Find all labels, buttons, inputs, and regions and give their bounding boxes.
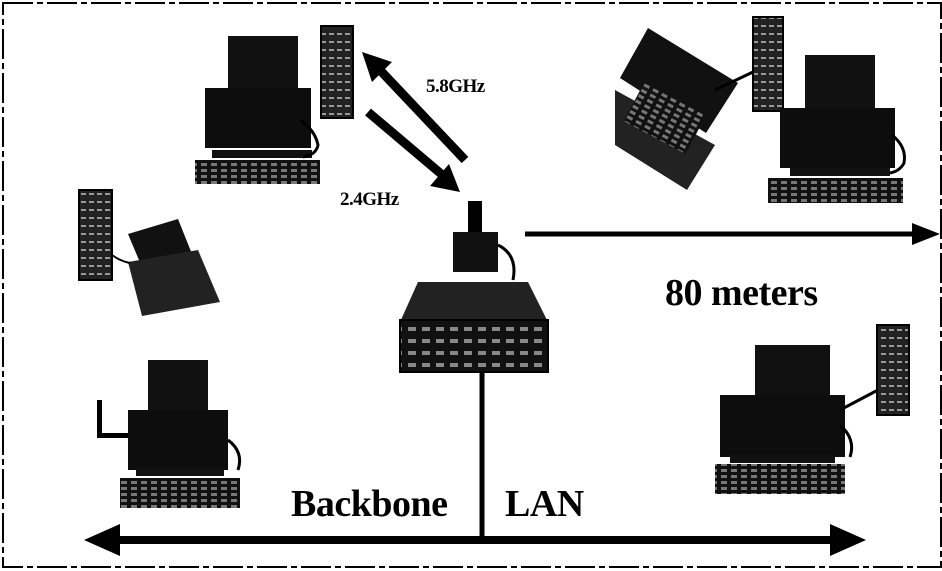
backbone-label: Backbone [291, 483, 448, 525]
tower-computer-icon [876, 324, 910, 416]
antenna-icon [468, 201, 482, 239]
laptop-icon [615, 28, 738, 190]
downlink-arrow [365, 108, 460, 192]
desktop-computer-icon [195, 36, 320, 184]
range-label: 80 meters [665, 272, 818, 314]
tower-computer-icon [752, 16, 784, 112]
desktop-computer-icon [97, 360, 242, 508]
antenna-icon [97, 400, 102, 435]
network-switch-icon [399, 282, 549, 373]
laptop-icon [111, 219, 220, 316]
range-arrow [525, 223, 940, 245]
desktop-computer-icon [715, 345, 879, 494]
tower-computer-icon [78, 189, 113, 281]
access-point-icon [453, 201, 516, 281]
frequency-label-2-4ghz: 2.4GHz [340, 189, 399, 210]
uplink-arrow [362, 52, 469, 164]
lan-label: LAN [505, 483, 584, 525]
desktop-computer-icon [714, 55, 906, 203]
frequency-label-5-8ghz: 5.8GHz [426, 76, 485, 97]
tower-computer-icon [320, 25, 354, 119]
backbone-arrow [84, 524, 866, 556]
